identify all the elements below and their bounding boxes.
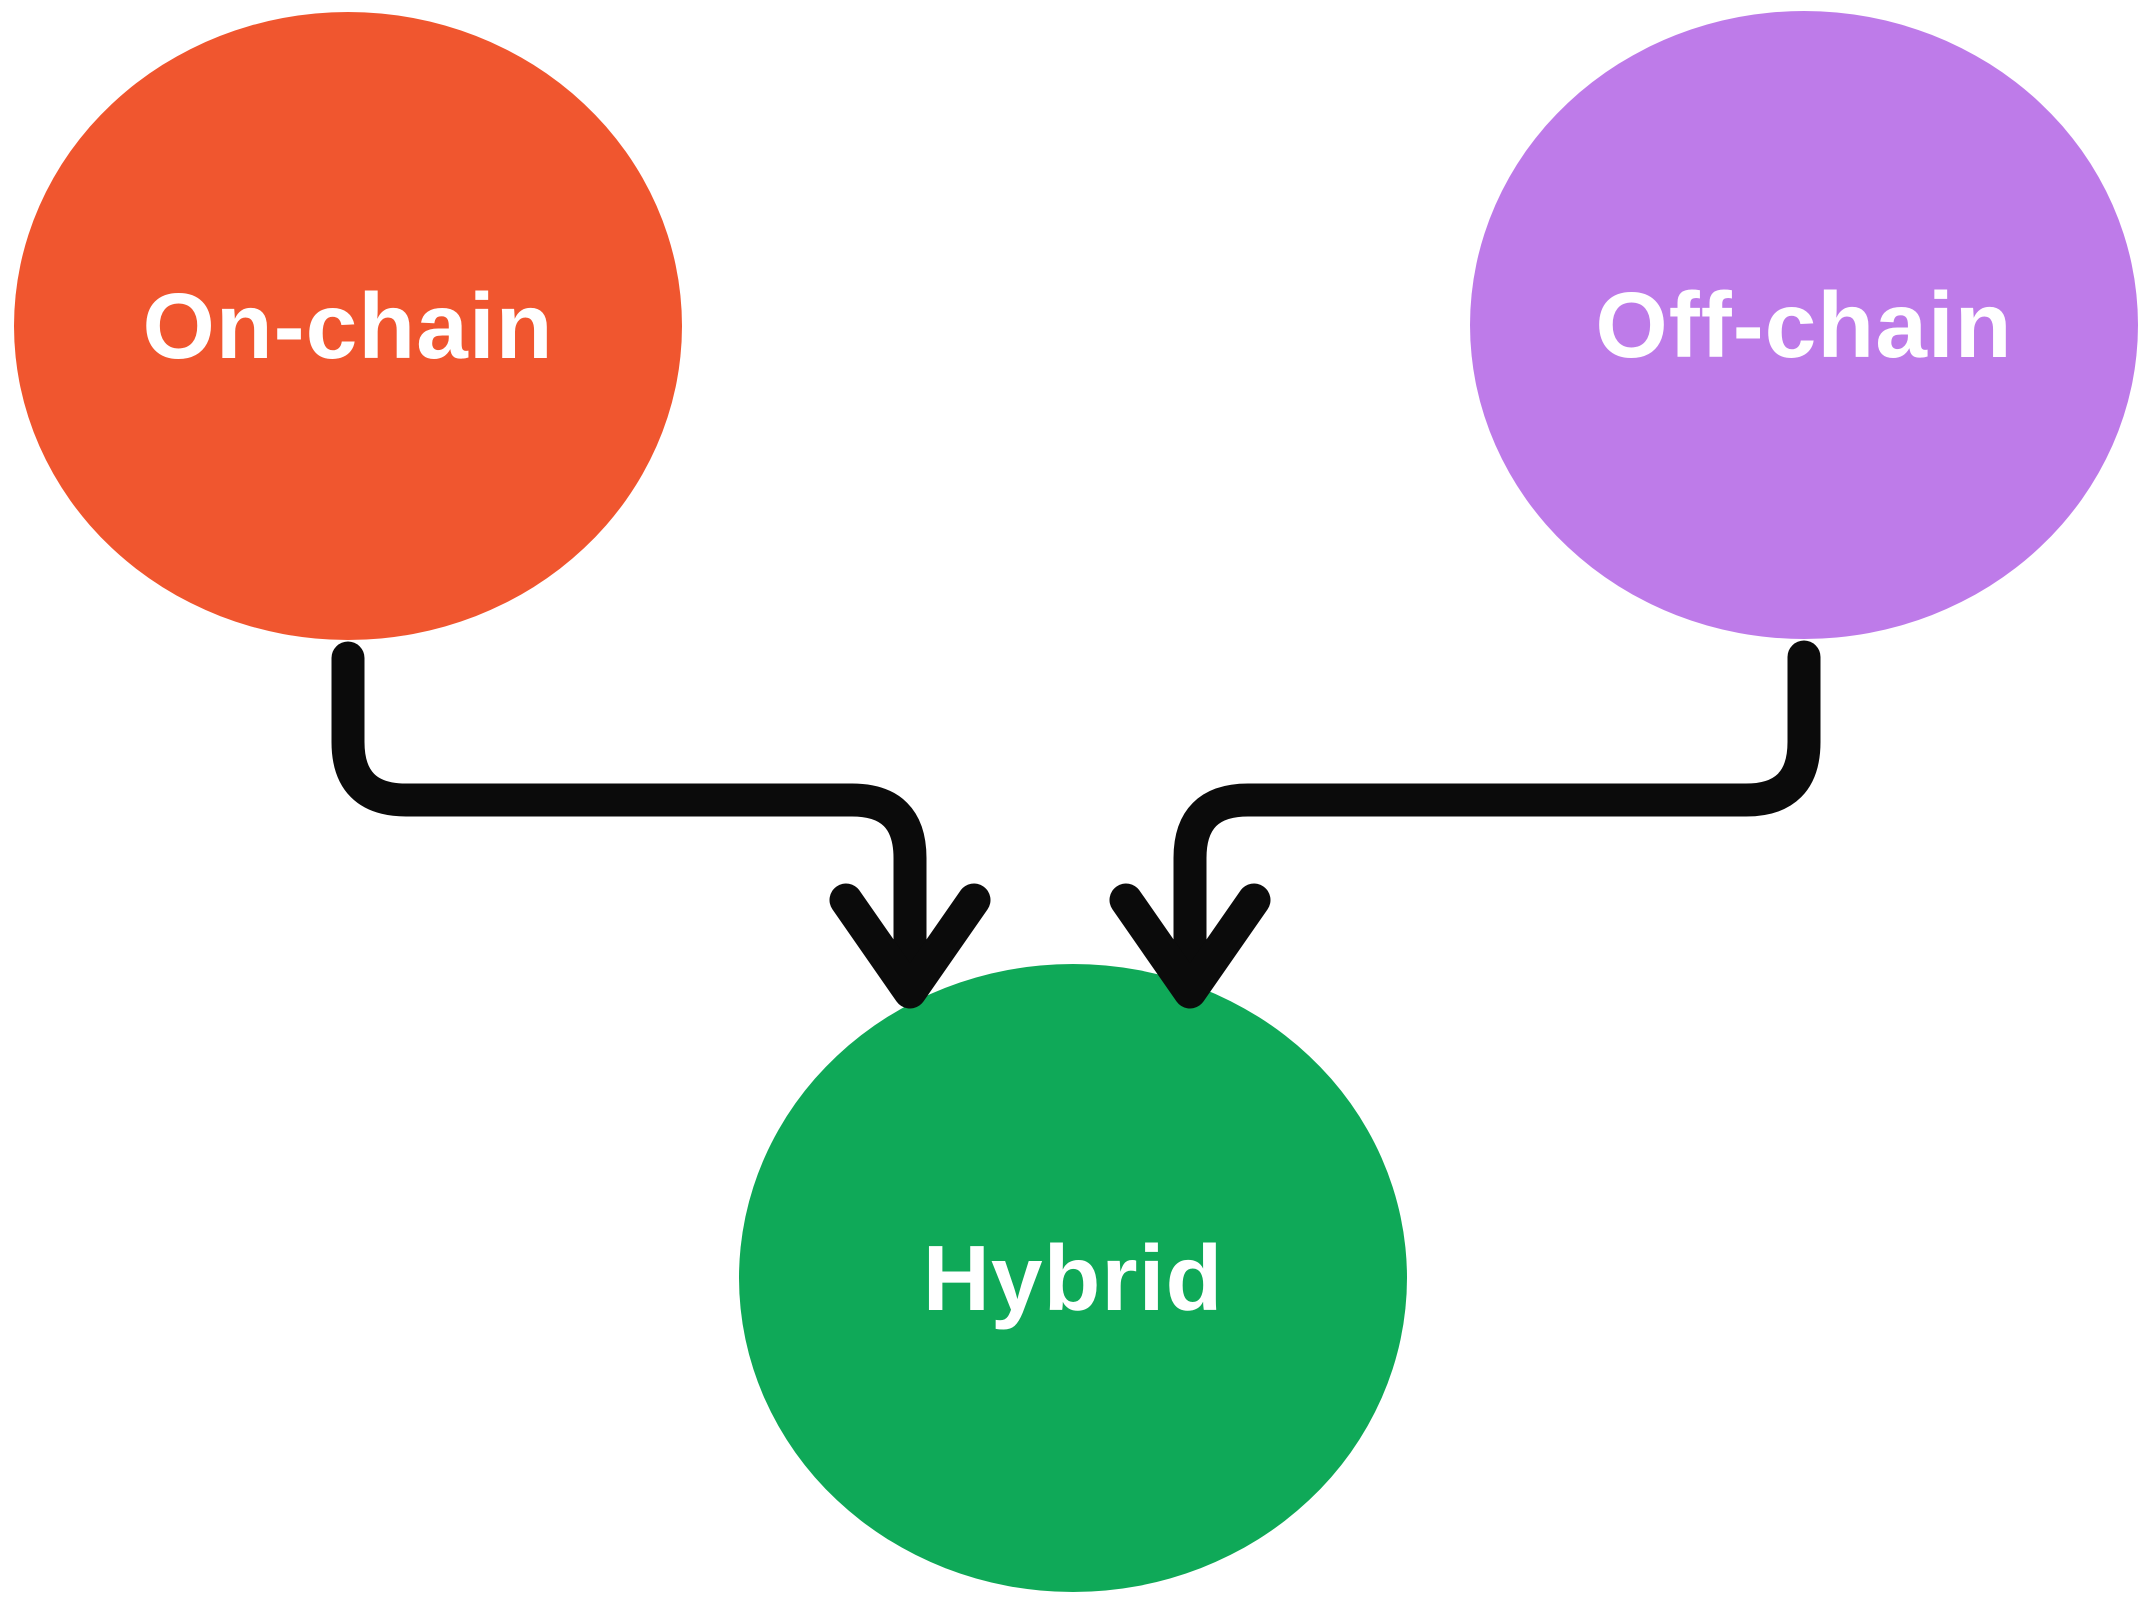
node-off-chain-circle xyxy=(1470,11,2138,639)
node-on-chain-circle xyxy=(14,12,682,640)
node-off-chain-label: Off-chain xyxy=(1595,273,2012,377)
node-hybrid-circle xyxy=(739,964,1407,1592)
arrow-off-chain-to-hybrid-arrowhead-icon xyxy=(1109,883,1271,1009)
arrow-off-chain-to-hybrid-shaft xyxy=(1173,640,1821,967)
node-hybrid-label: Hybrid xyxy=(923,1226,1224,1330)
arrow-on-chain-to-hybrid-shaft xyxy=(331,641,927,967)
node-on-chain-label: On-chain xyxy=(142,274,553,378)
arrow-on-chain-to-hybrid-arrowhead-icon xyxy=(829,883,991,1009)
